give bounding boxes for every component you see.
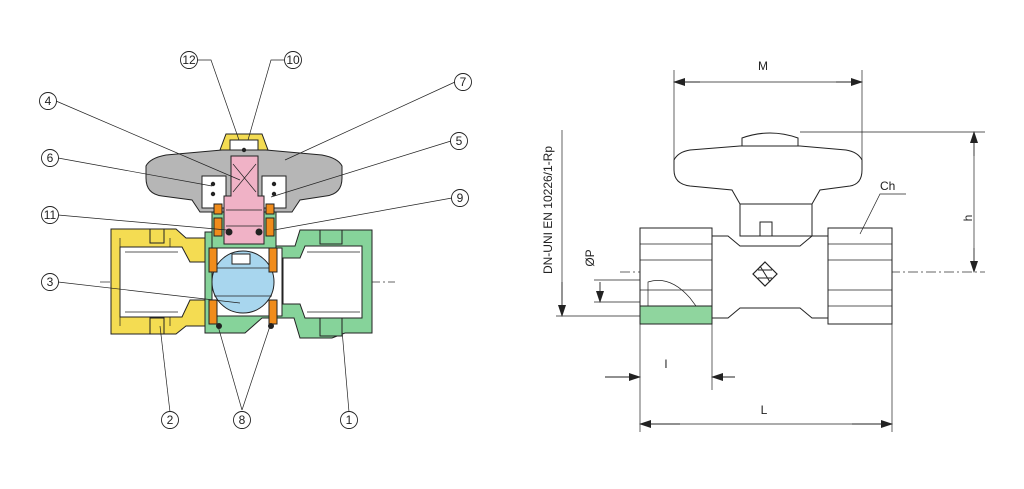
dimensions: M h Ch DN-UNI EN 10226/1-Rp ØP l L — [541, 59, 985, 432]
handle-external — [673, 145, 863, 205]
svg-text:1: 1 — [346, 413, 353, 427]
callout-8: 8 — [233, 411, 251, 429]
right-hex-fitting — [827, 227, 893, 325]
dim-M-label: M — [758, 59, 768, 73]
callouts: 12 10 4 7 6 5 11 9 3 2 8 1 — [39, 51, 472, 429]
dim-Ch-label: Ch — [880, 179, 895, 193]
svg-text:5: 5 — [456, 134, 463, 148]
svg-text:7: 7 — [460, 75, 467, 89]
svg-text:2: 2 — [167, 413, 174, 427]
callout-10: 10 — [284, 51, 302, 69]
svg-text:8: 8 — [239, 413, 246, 427]
svg-text:9: 9 — [457, 191, 464, 205]
callout-5: 5 — [450, 132, 468, 150]
seat-left — [208, 247, 218, 273]
stem — [223, 155, 265, 245]
dim-l-label: l — [665, 357, 668, 371]
section-view — [100, 133, 395, 339]
svg-text:12: 12 — [182, 53, 196, 67]
seat-right — [268, 247, 278, 273]
dim-P-label: ØP — [583, 249, 597, 266]
dim-L-label: L — [761, 403, 768, 417]
callout-11: 11 — [41, 206, 59, 224]
external-view — [620, 132, 985, 325]
callout-4: 4 — [39, 92, 57, 110]
svg-text:6: 6 — [47, 151, 54, 165]
callout-12: 12 — [180, 51, 198, 69]
callout-3: 3 — [41, 273, 59, 291]
svg-text:3: 3 — [47, 275, 54, 289]
dim-h-label: h — [961, 215, 975, 222]
svg-text:4: 4 — [45, 94, 52, 108]
callout-2: 2 — [161, 411, 179, 429]
rp-thread-section — [639, 305, 713, 325]
standard-label: DN-UNI EN 10226/1-Rp — [541, 146, 555, 274]
callout-leaders — [55, 59, 456, 413]
svg-text:11: 11 — [44, 208, 57, 222]
callout-6: 6 — [41, 149, 59, 167]
svg-text:10: 10 — [286, 53, 300, 67]
callout-7: 7 — [454, 73, 472, 91]
callout-9: 9 — [451, 189, 469, 207]
logo-icon — [752, 261, 778, 287]
ball — [211, 250, 275, 314]
callout-1: 1 — [340, 411, 358, 429]
